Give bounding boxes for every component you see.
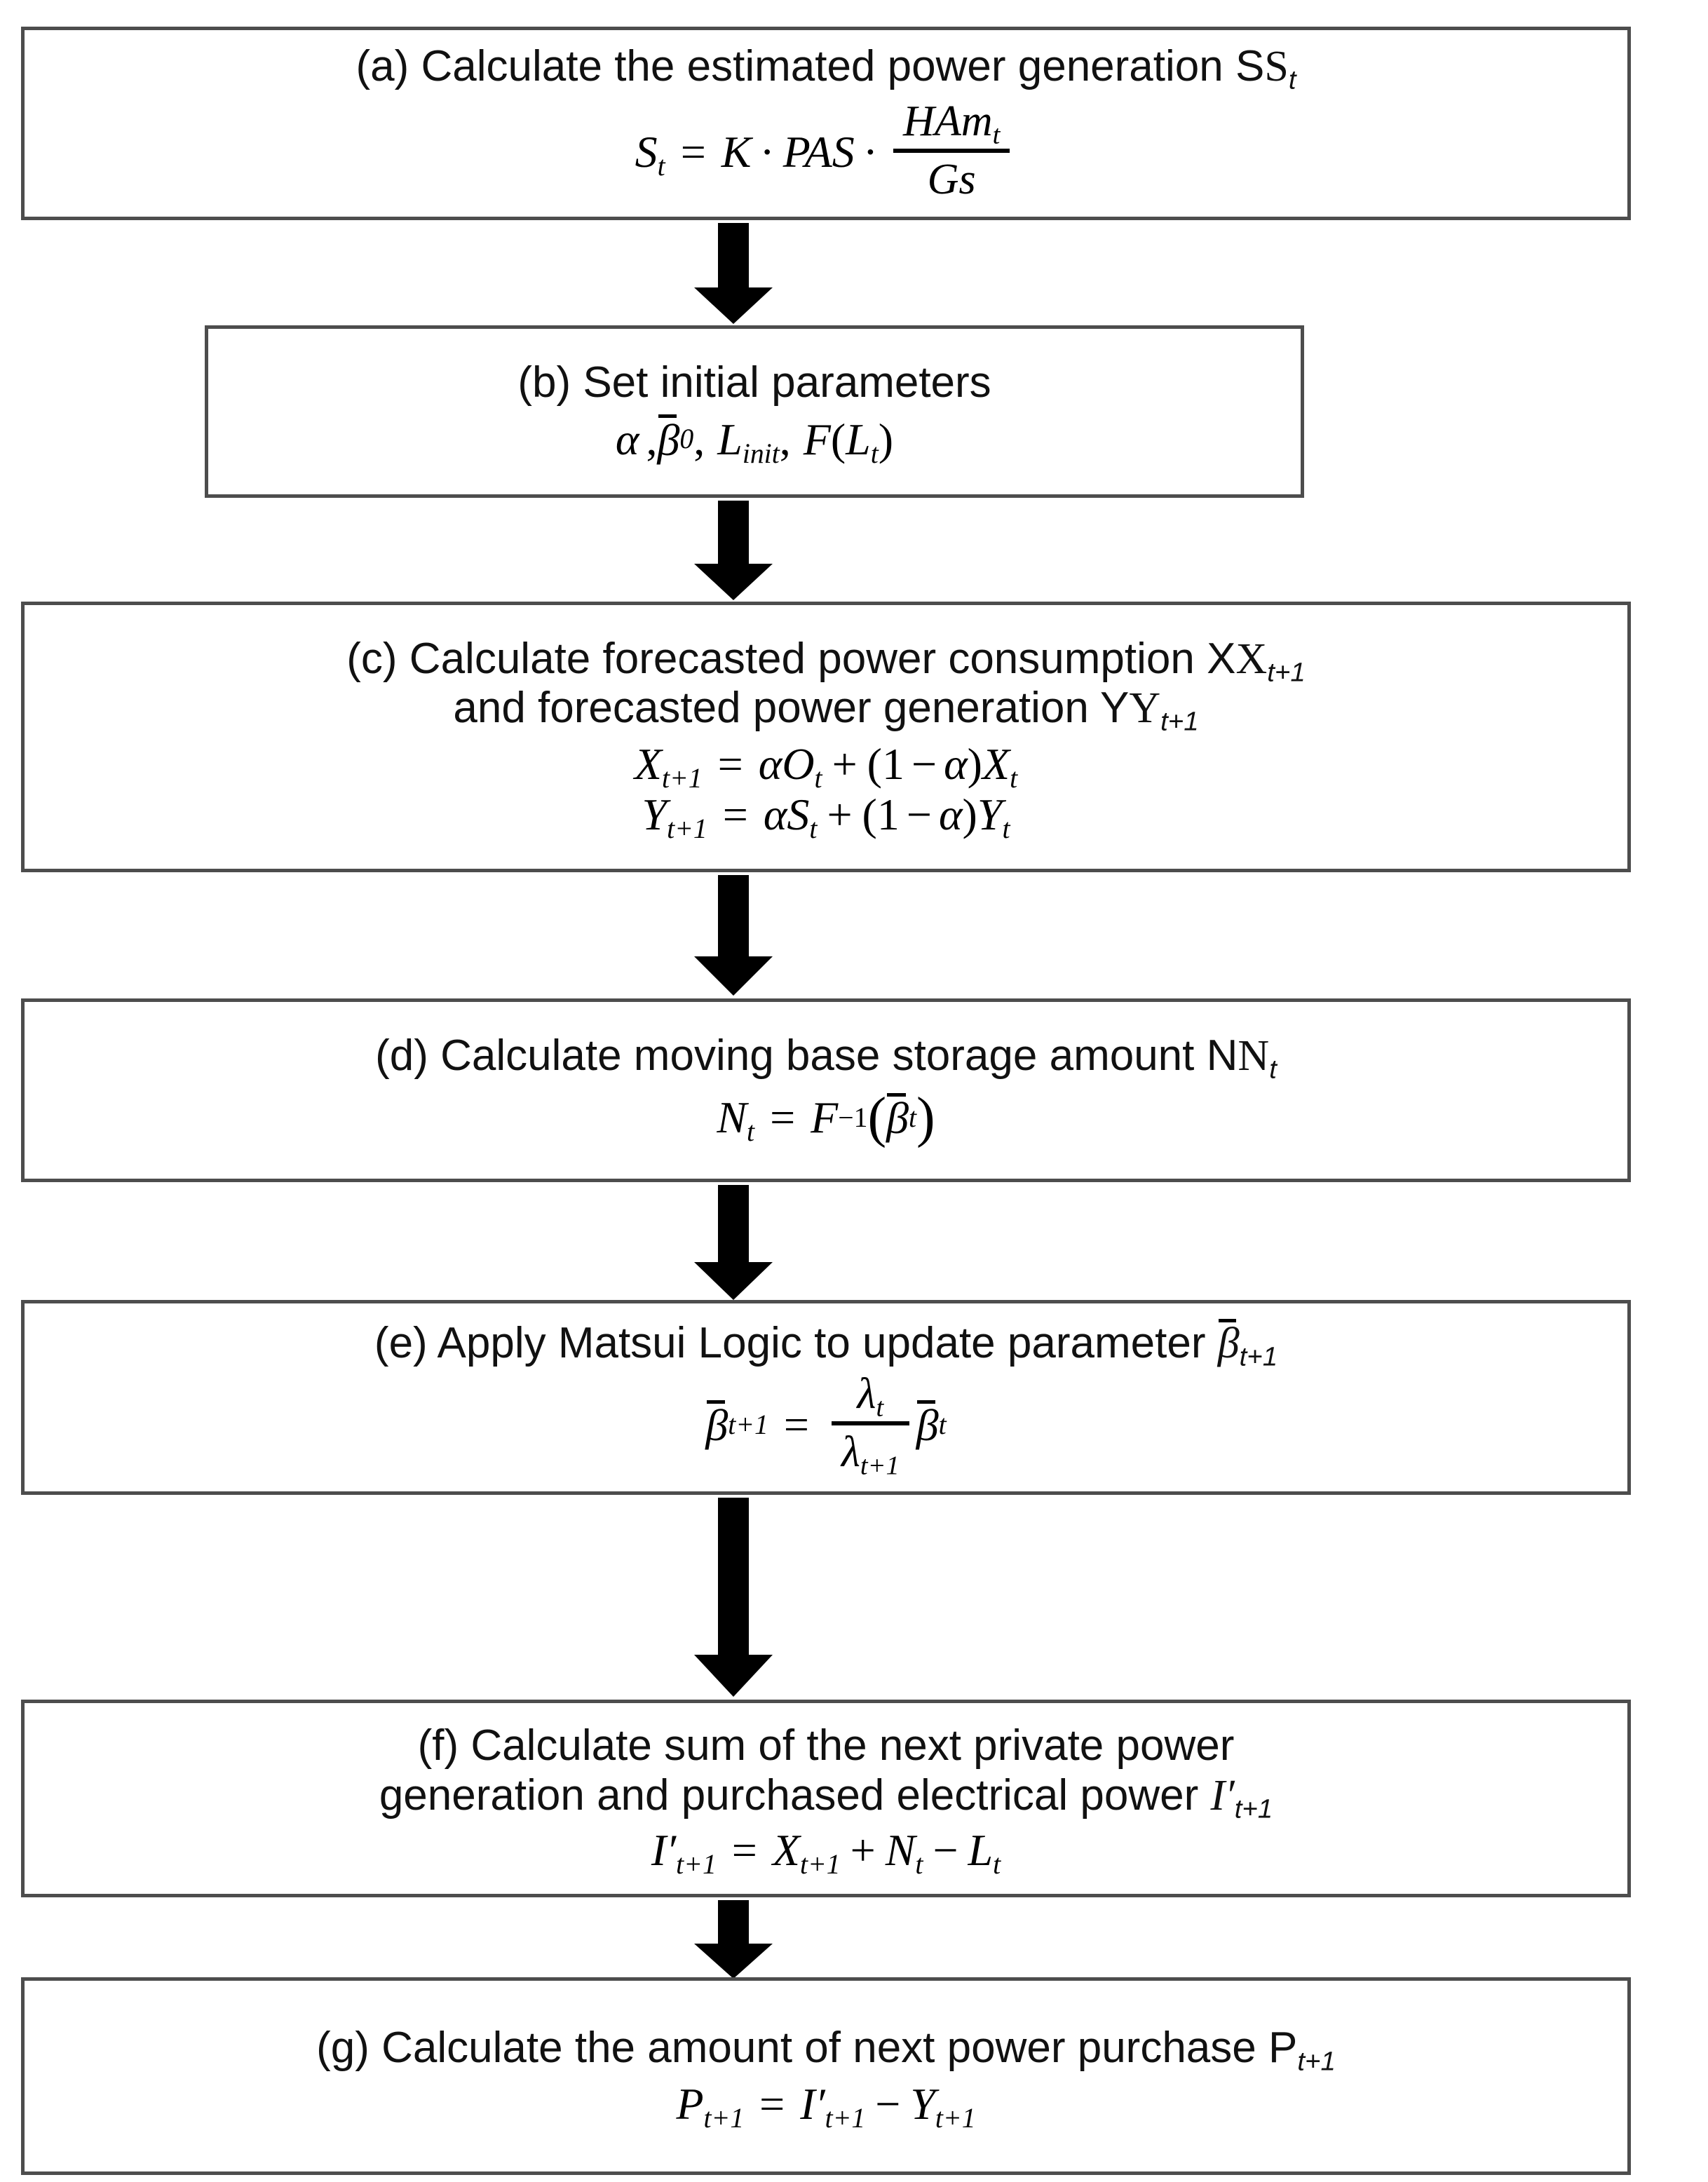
connector-e-f [691, 1498, 775, 1697]
connector-a-b [691, 223, 775, 324]
node-c: (c) Calculate forecasted power consumpti… [21, 602, 1631, 872]
node-a-formula: St= K·PAS· HAmt Gs [635, 98, 1017, 204]
node-d: (d) Calculate moving base storage amount… [21, 998, 1631, 1182]
connector-d-e [691, 1185, 775, 1300]
connector-c-d [691, 875, 775, 996]
node-g-heading: (g) Calculate the amount of next power p… [316, 2023, 1336, 2077]
node-a: (a) Calculate the estimated power genera… [21, 27, 1631, 220]
node-e-heading: (e) Apply Matsui Logic to update paramet… [374, 1318, 1278, 1373]
node-g: (g) Calculate the amount of next power p… [21, 1977, 1631, 2175]
node-c-heading-line2: and forecasted power generation YYt+1 [453, 684, 1199, 737]
node-f-heading-line1: (f) Calculate sum of the next private po… [417, 1721, 1235, 1770]
node-c-formula-1: Xt+1= αOt+ (1−α)Xt [634, 739, 1018, 794]
node-b-heading: (b) Set initial parameters [517, 358, 991, 407]
node-d-heading: (d) Calculate moving base storage amount… [375, 1031, 1277, 1085]
connector-f-g [691, 1900, 775, 1979]
node-c-heading-line1: (c) Calculate forecasted power consumpti… [346, 634, 1306, 688]
node-f-formula: I′t+1= Xt+1+ Nt− Lt [651, 1824, 1001, 1880]
node-a-heading: (a) Calculate the estimated power genera… [355, 42, 1296, 96]
node-f: (f) Calculate sum of the next private po… [21, 1700, 1631, 1897]
node-g-formula: Pt+1= I′t+1− Yt+1 [676, 2078, 976, 2134]
node-e: (e) Apply Matsui Logic to update paramet… [21, 1300, 1631, 1495]
node-c-formula-2: Yt+1= αSt+ (1−α)Yt [642, 789, 1010, 844]
connector-b-c [691, 501, 775, 600]
node-f-heading-line2: generation and purchased electrical powe… [379, 1771, 1273, 1824]
